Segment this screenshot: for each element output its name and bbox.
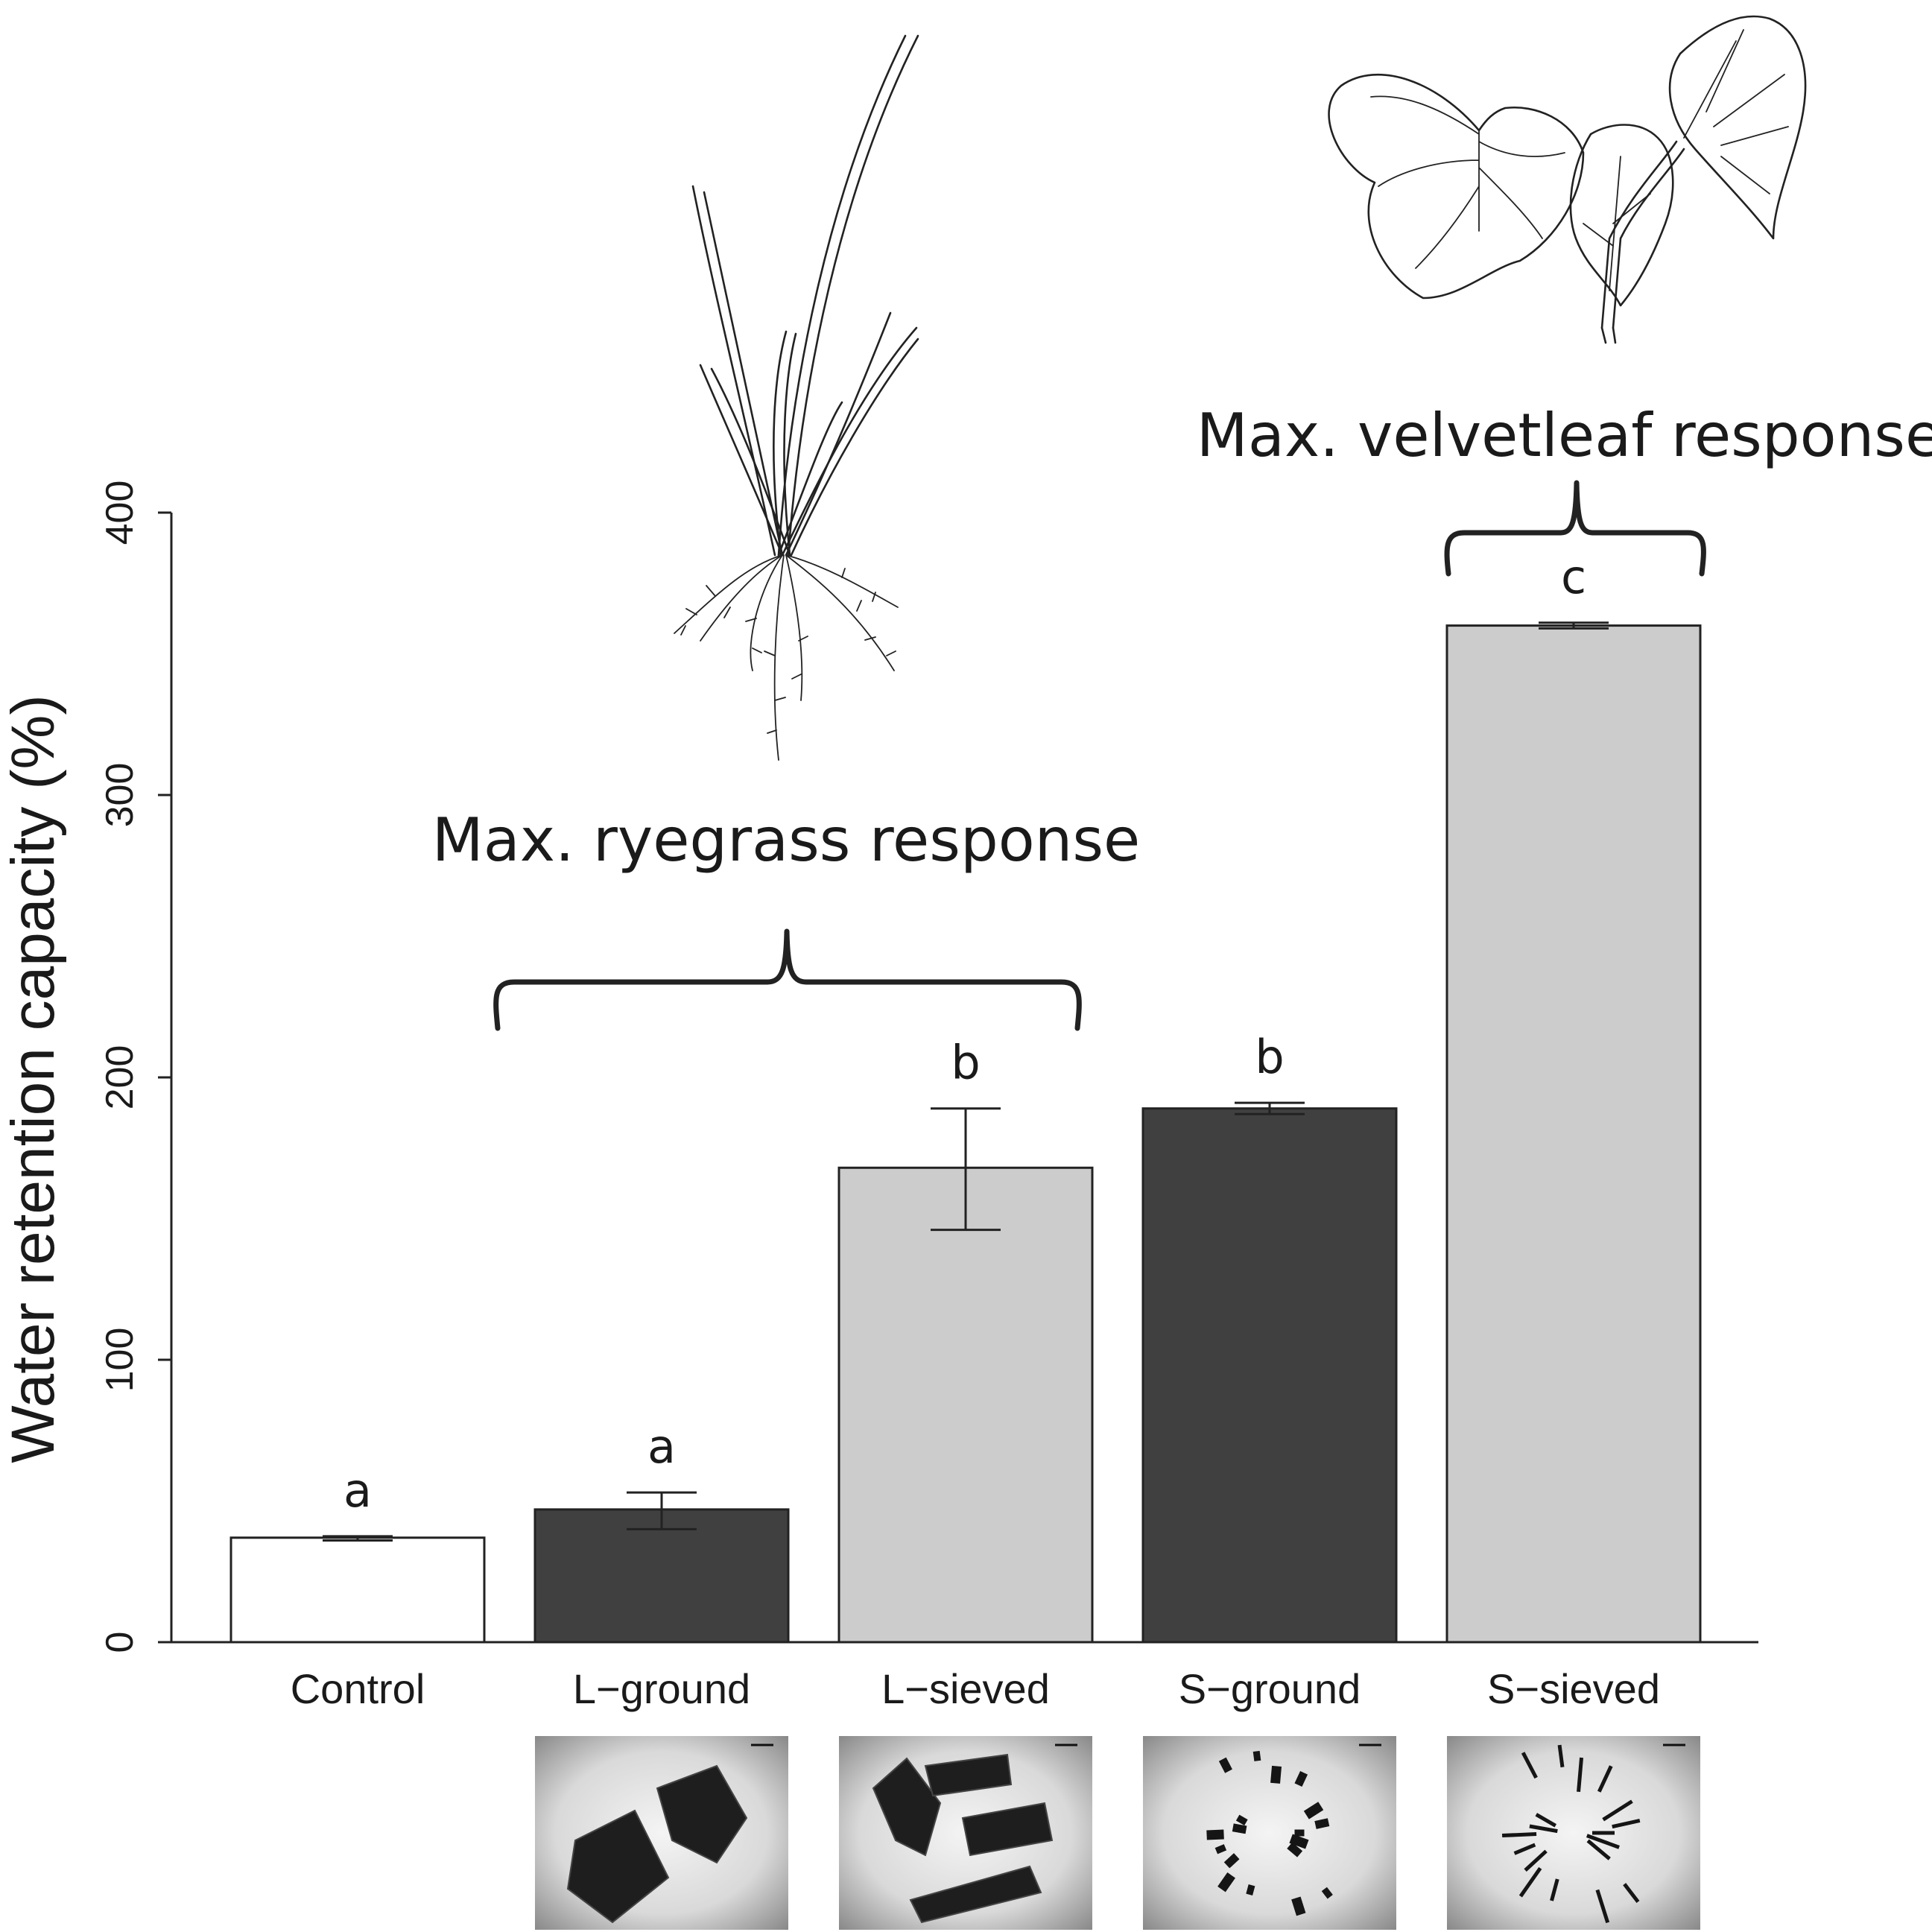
particle-photo-group	[535, 1736, 1700, 1930]
error-bar	[931, 1107, 1001, 1232]
y-tick-label: 0	[98, 1632, 142, 1653]
significance-letter: b	[1255, 1030, 1284, 1084]
y-tick-label: 300	[98, 763, 142, 828]
y-tick-group: 0 100 200 300 400	[98, 481, 171, 1653]
bar	[533, 1508, 790, 1644]
velvetleaf-bracket	[1444, 480, 1706, 577]
particle-photo	[1447, 1736, 1700, 1930]
error-bar	[627, 1491, 697, 1530]
significance-letter: b	[951, 1036, 980, 1090]
ryegrass-bracket	[493, 928, 1082, 1031]
significance-letter: a	[647, 1419, 676, 1474]
bar	[1141, 1107, 1398, 1644]
y-tick-label: 200	[98, 1045, 142, 1110]
bar-group	[229, 624, 1702, 1644]
particle-photo	[1143, 1736, 1396, 1930]
error-bar-group	[323, 621, 1609, 1542]
x-tick-label: S−ground	[1179, 1665, 1361, 1712]
particle-photo	[839, 1736, 1092, 1930]
x-tick-label: L−ground	[573, 1665, 750, 1712]
x-tick-label: S−sieved	[1487, 1665, 1660, 1712]
y-axis-label: Water retention capacity (%)	[0, 694, 67, 1463]
y-tick-label: 400	[98, 481, 142, 545]
error-bar	[1539, 621, 1609, 630]
x-tick-label: Control	[291, 1665, 425, 1712]
error-bar	[1235, 1101, 1305, 1115]
ryegrass-response-label: Max. ryegrass response	[432, 805, 1141, 875]
significance-letter-group: a a b b c	[343, 550, 1586, 1518]
bar	[1445, 624, 1702, 1644]
particle-photo	[535, 1736, 788, 1930]
significance-letter: c	[1561, 550, 1586, 604]
ryegrass-illustration	[674, 34, 919, 761]
significance-letter: a	[343, 1463, 372, 1518]
velvetleaf-illustration	[1328, 15, 1807, 344]
y-axis: 0 100 200 300 400	[98, 481, 173, 1653]
velvetleaf-response-label: Max. velvetleaf response	[1197, 401, 1932, 470]
x-tick-label: L−sieved	[881, 1665, 1050, 1712]
bar	[837, 1166, 1094, 1644]
bar	[229, 1536, 486, 1644]
x-tick-label-group: Control L−ground L−sieved S−ground S−sieved	[291, 1665, 1660, 1712]
y-tick-label: 100	[98, 1328, 142, 1393]
error-bar	[323, 1535, 393, 1542]
